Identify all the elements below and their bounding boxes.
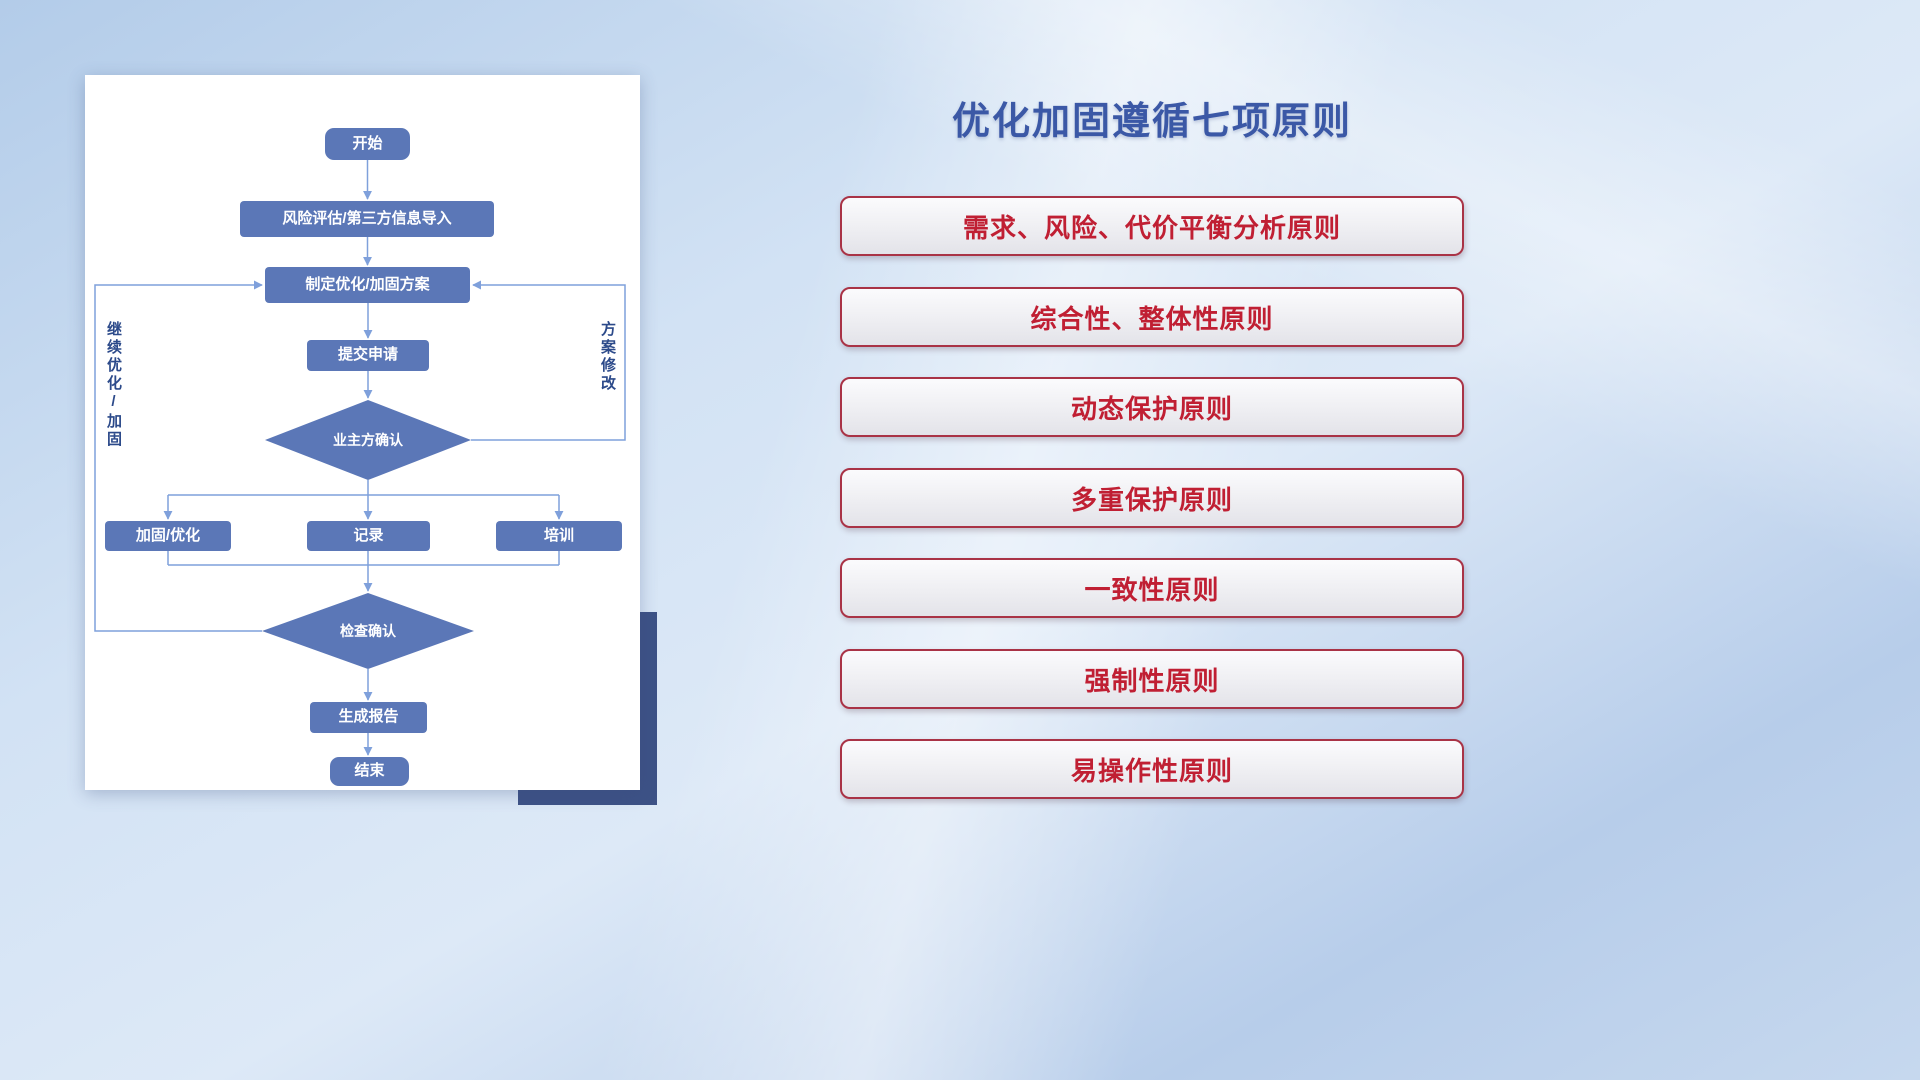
flow-node-report: 生成报告 [310, 702, 427, 733]
principle-box-3: 动态保护原则 [840, 377, 1464, 437]
flow-node-plan: 制定优化/加固方案 [265, 267, 470, 303]
flow-node-risk-import: 风险评估/第三方信息导入 [240, 201, 494, 237]
slide-title: 优化加固遵循七项原则 [951, 101, 1352, 143]
left-loop-connector [94, 280, 263, 632]
flow-node-record: 记录 [307, 521, 430, 551]
principle-box-5: 一致性原则 [840, 558, 1464, 618]
flow-node-end: 结束 [330, 757, 409, 786]
right-loop-connector [471, 280, 626, 441]
flow-node-training: 培训 [496, 521, 622, 551]
principle-box-7: 易操作性原则 [840, 739, 1464, 799]
flow-node-harden: 加固/优化 [105, 521, 231, 551]
flowchart-card: 开始 风险评估/第三方信息导入 制定优化/加固方案 提交申请 业主方确认 加固/… [85, 75, 640, 790]
principle-box-1: 需求、风险、代价平衡分析原则 [840, 196, 1464, 256]
right-loop-label: 方案修改 [599, 321, 616, 393]
principle-box-4: 多重保护原则 [840, 468, 1464, 528]
flow-node-start: 开始 [325, 128, 410, 160]
flow-node-submit: 提交申请 [307, 340, 429, 371]
flow-connectors [94, 160, 626, 756]
left-loop-label: 继续优化/加固 [105, 321, 122, 449]
principle-box-2: 综合性、整体性原则 [840, 287, 1464, 347]
principle-box-6: 强制性原则 [840, 649, 1464, 709]
